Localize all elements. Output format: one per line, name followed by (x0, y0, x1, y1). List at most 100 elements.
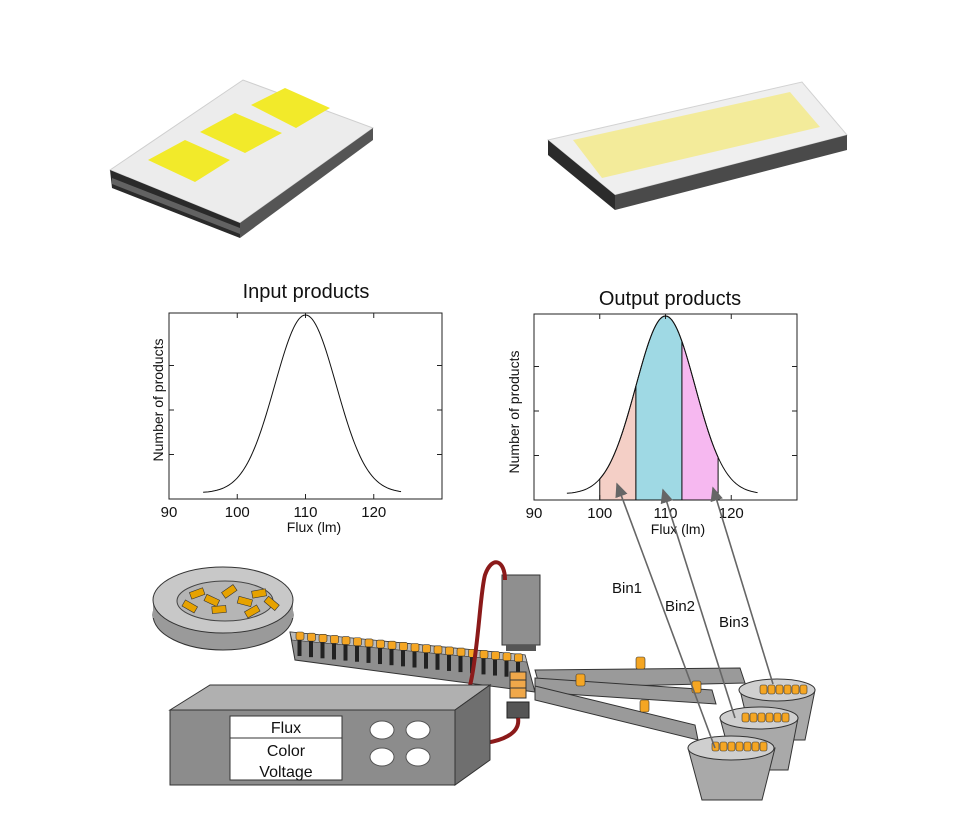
rail-led (341, 636, 351, 645)
panel-label-voltage: Voltage (259, 764, 312, 781)
rail-post (378, 648, 382, 665)
bin2-label: Bin2 (665, 598, 695, 615)
control-knobs (369, 720, 431, 767)
cup-led (759, 684, 768, 695)
rail-led (364, 638, 374, 648)
output-products-chart: Output products Number of products Flux … (506, 288, 798, 537)
rail-led (422, 644, 431, 653)
x-tick-label: 120 (361, 504, 386, 521)
bin-area-1 (599, 385, 637, 501)
cup-led (767, 684, 776, 695)
binning-machine: Flux Color Voltage Bin1 Bin2 Bin3 (152, 482, 816, 801)
led-phosphor-strip (573, 92, 820, 178)
distribution-curve (566, 315, 758, 494)
rail-post (447, 654, 451, 671)
chart-title: Output products (599, 288, 741, 310)
cup-led (783, 684, 792, 695)
rail-led (433, 645, 443, 655)
cup-led (757, 712, 766, 723)
cup-led (735, 741, 744, 752)
rail-post (458, 656, 463, 673)
rail-post (320, 642, 325, 659)
cup-led (781, 712, 790, 723)
panel-label-color: Color (267, 743, 306, 760)
bin3-label: Bin3 (719, 614, 749, 631)
led-chip-3 (251, 88, 330, 128)
distribution-curve (203, 314, 402, 493)
cup-led (751, 741, 760, 752)
rail-post (343, 644, 348, 661)
bin-areas (599, 315, 719, 501)
rail-post (366, 646, 371, 663)
vibratory-feeder-bowl (152, 566, 294, 651)
rail-led (318, 633, 328, 643)
x-tick-label: 120 (719, 505, 744, 522)
cup-led (773, 712, 782, 723)
rail-post (355, 645, 359, 662)
rail-led (491, 651, 500, 660)
x-ticks: 90 100 110 120 (161, 313, 386, 521)
rail-led (330, 635, 339, 644)
cup-led (741, 712, 750, 723)
rail-post (401, 650, 405, 667)
x-tick-label: 100 (587, 505, 612, 522)
bin1-label: Bin1 (612, 580, 642, 597)
x-tick-label: 90 (161, 504, 178, 521)
bin1-arrow (615, 482, 716, 749)
input-products-chart: Input products Number of products Flux (… (150, 281, 443, 535)
rail-post (389, 649, 394, 666)
rail-post (516, 661, 520, 678)
cup-led (799, 684, 808, 695)
cup-led (791, 684, 800, 695)
cup-led (759, 741, 768, 752)
measurement-panel (229, 715, 343, 781)
rail-led (387, 640, 397, 650)
rail-post (297, 640, 302, 656)
x-axis-label: Flux (lm) (287, 519, 341, 535)
plot-area (168, 312, 443, 500)
rail-led (514, 653, 523, 663)
rail-led (399, 642, 408, 651)
rail-led (376, 639, 385, 649)
rail-led (479, 650, 489, 659)
conveyor-rail (289, 631, 536, 693)
rail-post (493, 659, 497, 676)
rail-post (332, 643, 336, 660)
sorting-chutes (534, 656, 746, 741)
rail-post (424, 652, 428, 669)
optical-sensor (501, 574, 541, 719)
bin-area-3 (681, 341, 719, 501)
rail-post (412, 651, 417, 668)
bin3-arrow (710, 486, 774, 685)
x-tick-label: 90 (526, 505, 543, 522)
rail-post (504, 660, 509, 677)
x-tick-label: 110 (294, 504, 318, 521)
y-ticks (169, 365, 442, 455)
rail-led (502, 652, 512, 662)
rail-led (445, 646, 454, 656)
rail-led (307, 632, 316, 642)
x-axis-label: Flux (lm) (651, 521, 705, 537)
cup-led (719, 741, 728, 752)
input-led-package (108, 79, 375, 238)
led-chip-2 (200, 113, 282, 153)
cup-led (775, 684, 784, 695)
y-ticks (534, 366, 797, 456)
rail-led (410, 643, 420, 652)
rail-led (295, 631, 305, 641)
cup-led (743, 741, 752, 752)
panel-label-flux: Flux (271, 720, 301, 737)
rail-post (481, 658, 486, 675)
cup-led (765, 712, 774, 723)
rail-post (435, 653, 440, 670)
x-tick-label: 110 (654, 505, 678, 522)
bin2-arrow (660, 488, 736, 719)
rail-led (456, 647, 466, 657)
x-tick-label: 100 (225, 504, 250, 521)
y-axis-label: Number of products (506, 351, 522, 474)
led-chip-1 (148, 140, 230, 182)
measurement-unit: Flux Color Voltage (168, 684, 492, 786)
output-led-package (546, 81, 848, 210)
bin-area-2 (635, 315, 683, 501)
